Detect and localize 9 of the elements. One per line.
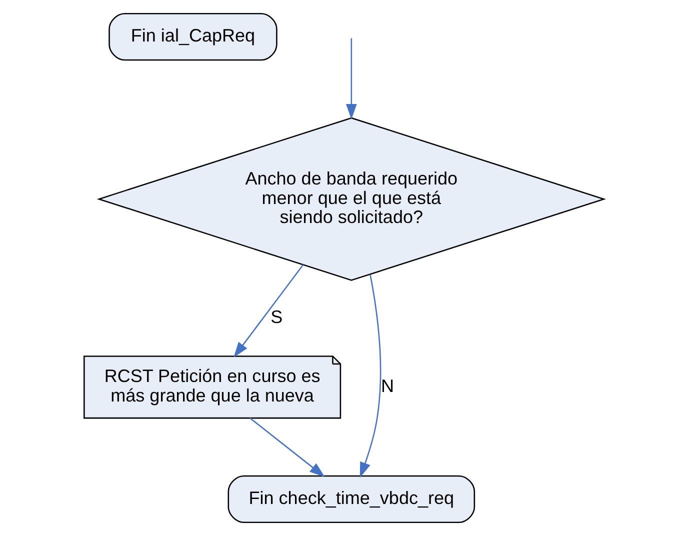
node-box: Fin ial_CapReq	[108, 12, 278, 61]
arrow	[250, 418, 325, 478]
arrow	[346, 38, 357, 120]
node-box: Fin check_time_vbdc_req	[228, 475, 476, 524]
edge-label: S	[270, 306, 283, 327]
edge-label: N	[380, 376, 394, 396]
arrow	[234, 264, 304, 358]
arrow	[360, 274, 382, 478]
node-diamond: Ancho de banda requerido menor que el que está siendo solicitado?	[96, 117, 606, 281]
